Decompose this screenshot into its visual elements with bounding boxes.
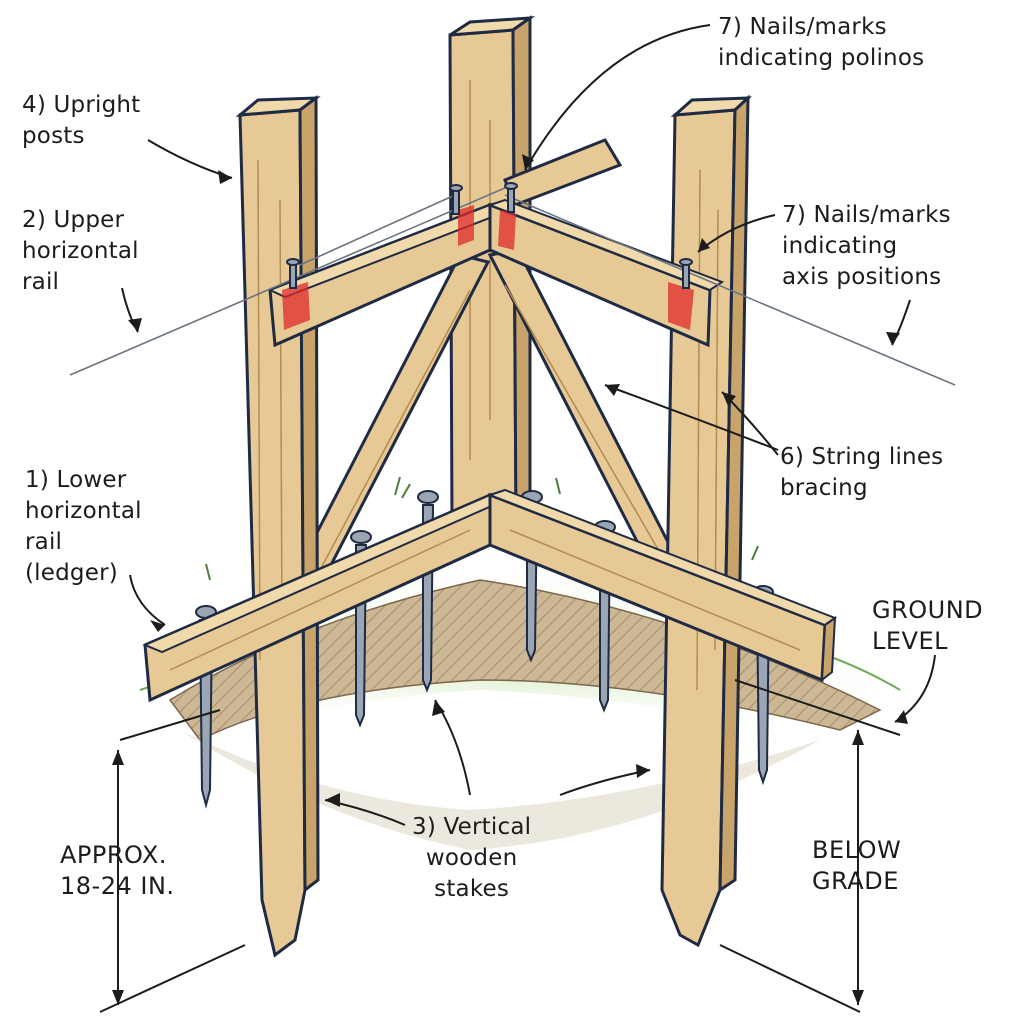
upper-rail-nails bbox=[286, 182, 693, 289]
label-lower-rail: 1) Lower horizontal rail (ledger) bbox=[25, 467, 142, 586]
label-nails-axis: 7) Nails/marks indicating axis positions bbox=[782, 202, 951, 290]
upright-post-right bbox=[660, 94, 752, 948]
upper-horizontal-rail bbox=[267, 198, 725, 348]
label-string-lines: 6) String lines bracing bbox=[780, 444, 944, 501]
lower-horizontal-rail bbox=[142, 488, 838, 703]
label-below-grade: BELOW GRADE bbox=[812, 836, 902, 895]
label-upright-posts: 4) Upright posts bbox=[22, 92, 141, 149]
label-upper-rail: 2) Upper horizontal rail bbox=[22, 207, 139, 295]
label-stakes: 3) Vertical wooden stakes bbox=[412, 814, 532, 902]
label-depth: APPROX. 18-24 IN. bbox=[60, 841, 175, 900]
arrow-heads bbox=[112, 154, 908, 1005]
label-nails-top: 7) Nails/marks indicating polinos bbox=[718, 14, 925, 71]
label-ground-level: GROUND LEVEL bbox=[872, 596, 984, 655]
upright-post-left bbox=[235, 95, 321, 958]
